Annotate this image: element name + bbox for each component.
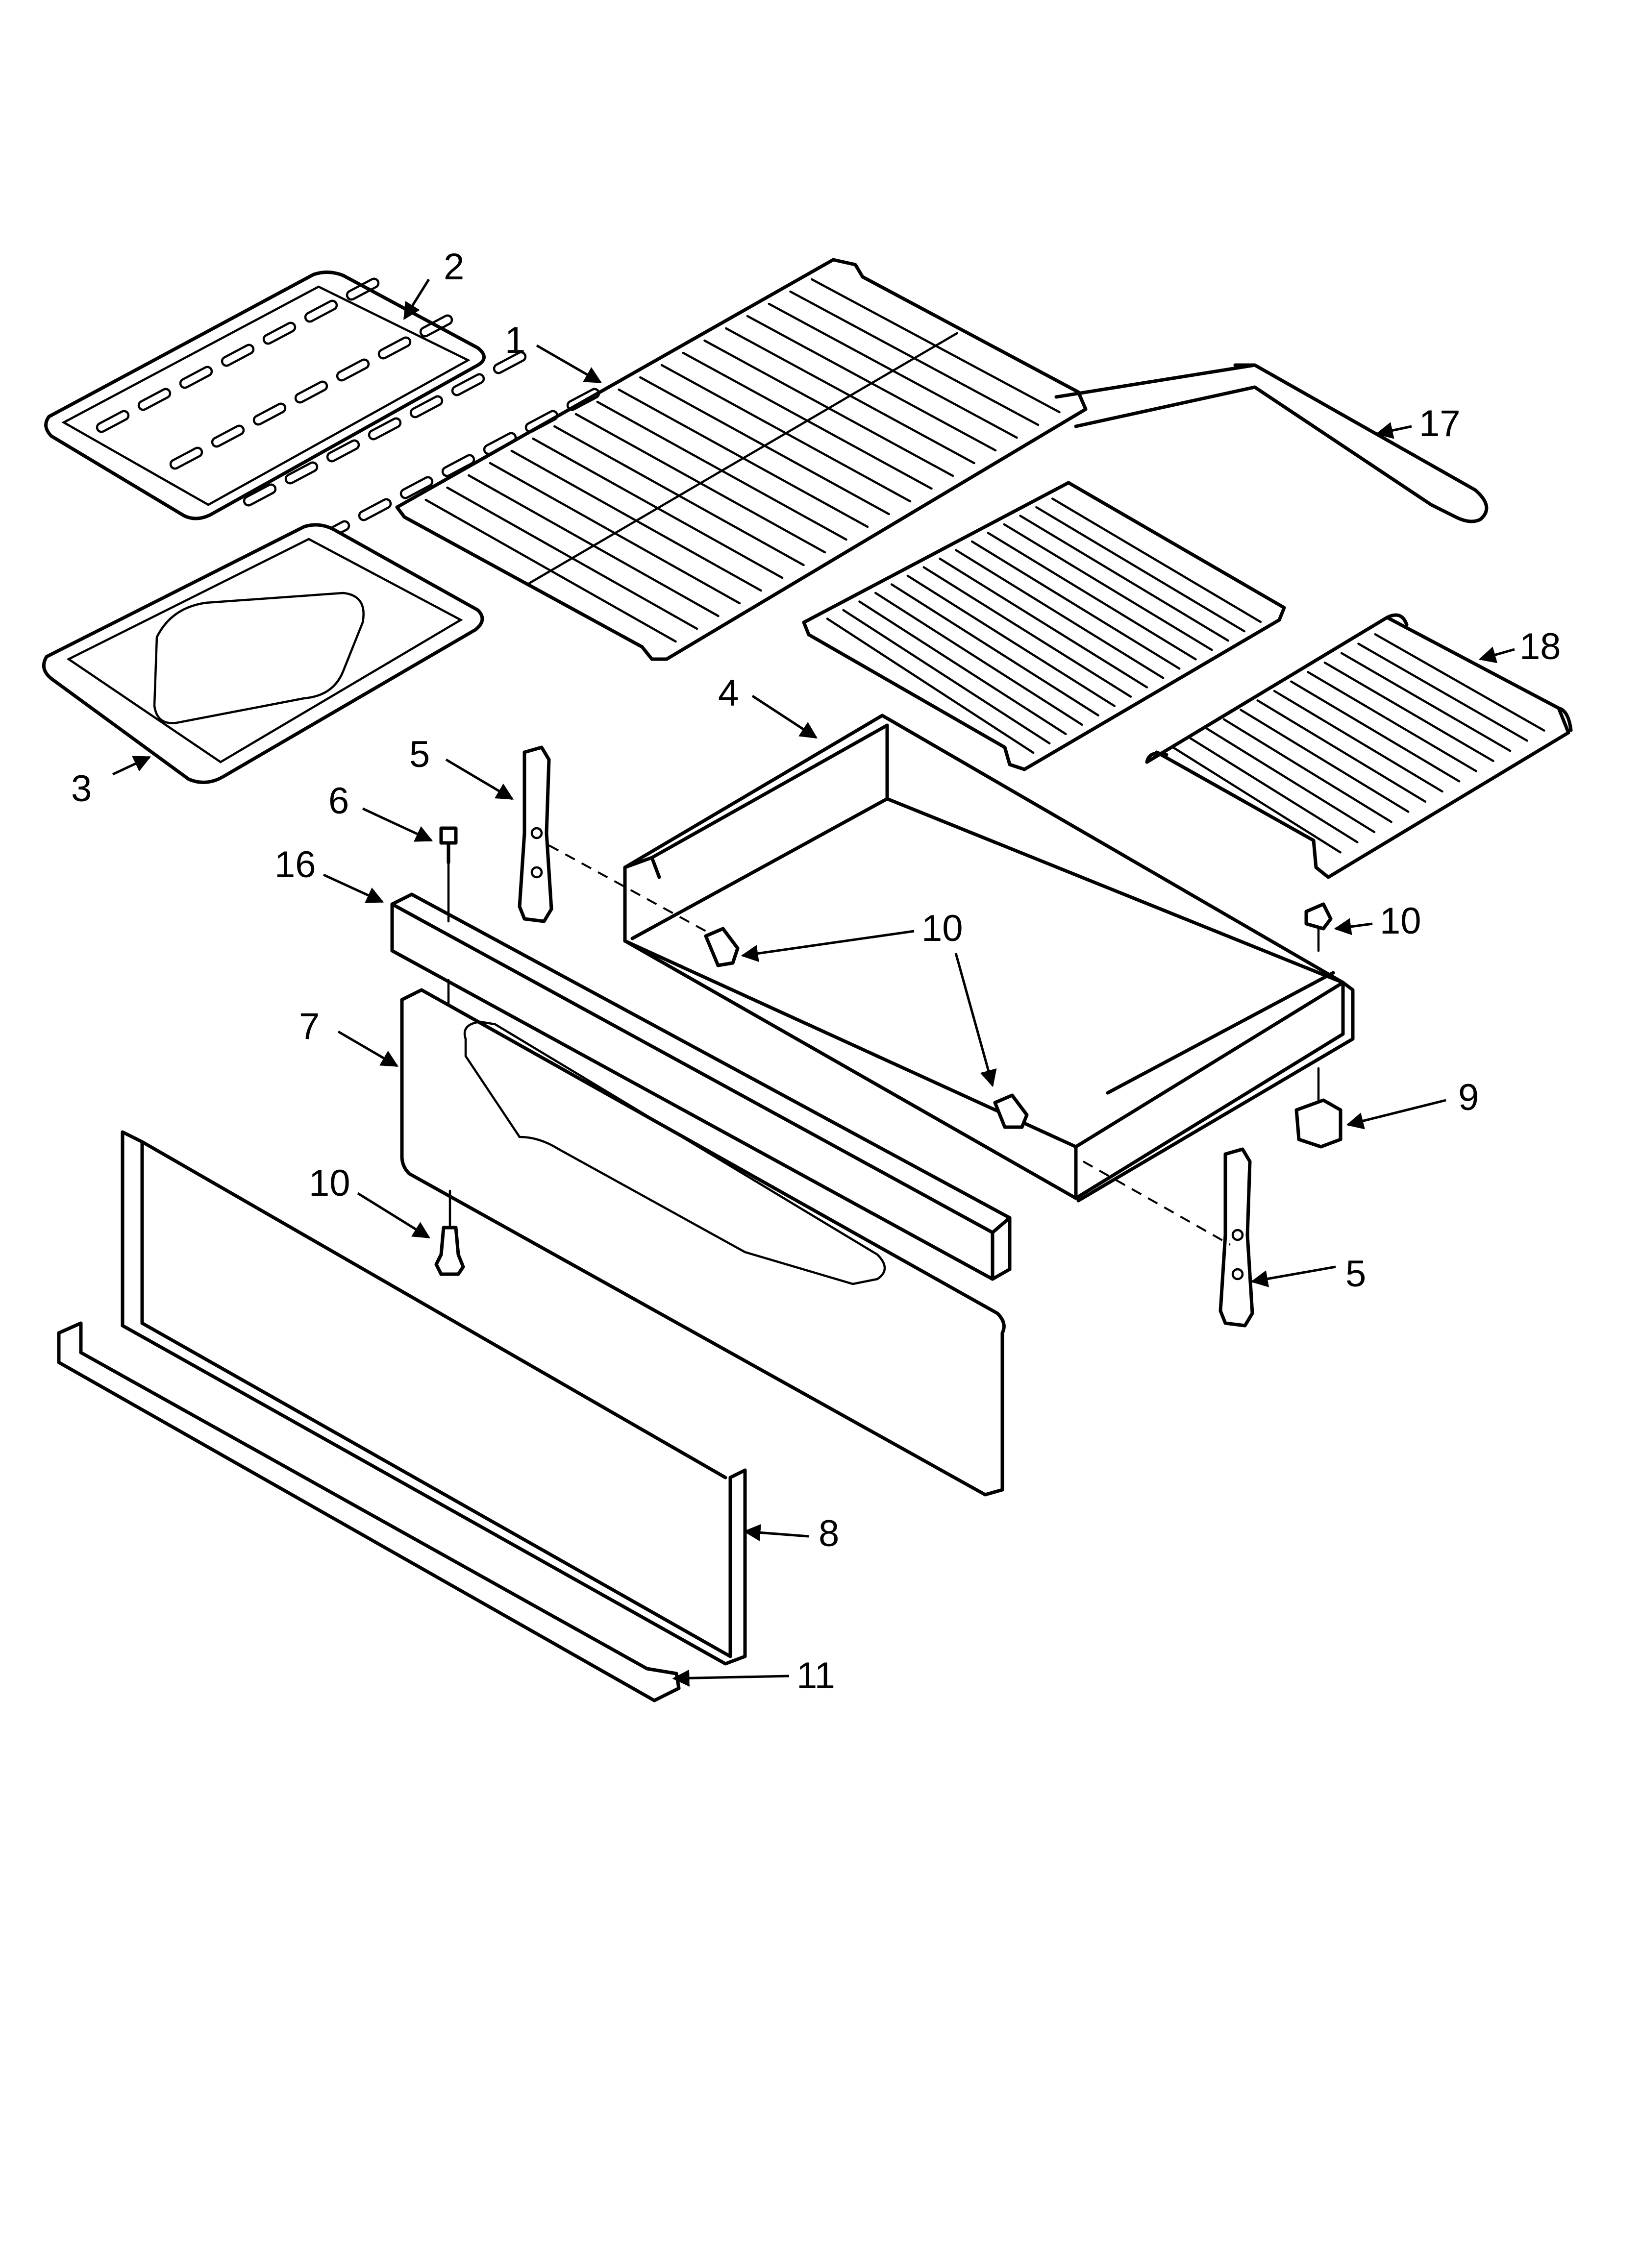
leaders	[112, 278, 1515, 1687]
callout-11: 11	[796, 1655, 835, 1697]
rack-rail	[1054, 363, 1489, 523]
callout-6: 6	[328, 780, 349, 822]
drawer-front	[400, 988, 1006, 1497]
screw-6	[439, 826, 458, 923]
callout-7: 7	[299, 1006, 320, 1047]
oven-rack	[395, 258, 1088, 661]
callout-8: 8	[819, 1513, 839, 1554]
screw-10-b	[993, 1093, 1029, 1129]
callout-10-b: 10	[1380, 900, 1421, 942]
kick-panel	[121, 1130, 747, 1666]
callout-5-a: 5	[409, 734, 430, 775]
screw-10-d	[434, 979, 465, 1276]
sliding-rack	[802, 481, 1286, 771]
callout-18: 18	[1519, 626, 1561, 667]
drawer-rail	[390, 892, 1012, 1281]
callout-2: 2	[444, 246, 464, 288]
callout-3: 3	[71, 768, 92, 810]
broiler-pan	[42, 523, 484, 784]
callout-9: 9	[1458, 1077, 1479, 1118]
callout-labels: 1 2 3 4 5 5 6 7 8 9 10 10 10 11 16 17 18	[71, 246, 1561, 1697]
callout-5-b: 5	[1345, 1253, 1366, 1295]
callout-17: 17	[1419, 403, 1461, 444]
callout-10-a: 10	[921, 908, 963, 949]
screw-10-c	[1304, 902, 1333, 1104]
kick-trim	[57, 1321, 681, 1702]
drawer-body	[623, 714, 1355, 1203]
callout-16: 16	[274, 844, 316, 886]
callout-1: 1	[505, 320, 525, 361]
screw-10-a	[704, 927, 740, 967]
callout-4: 4	[718, 672, 739, 714]
warming-rack	[1145, 613, 1573, 879]
clip-9	[1294, 1098, 1343, 1149]
drawer-slide-right	[1218, 1147, 1254, 1328]
drawer-slide-left	[518, 745, 553, 923]
callout-10-c: 10	[309, 1162, 350, 1204]
